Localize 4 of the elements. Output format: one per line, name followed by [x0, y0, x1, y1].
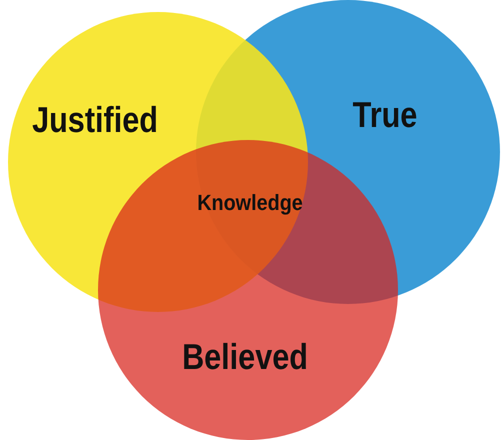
circle-label: Believed — [182, 339, 308, 375]
circle-label: Justified — [32, 102, 158, 138]
overlap-label: Knowledge — [197, 192, 303, 214]
circle-label: True — [352, 97, 418, 133]
